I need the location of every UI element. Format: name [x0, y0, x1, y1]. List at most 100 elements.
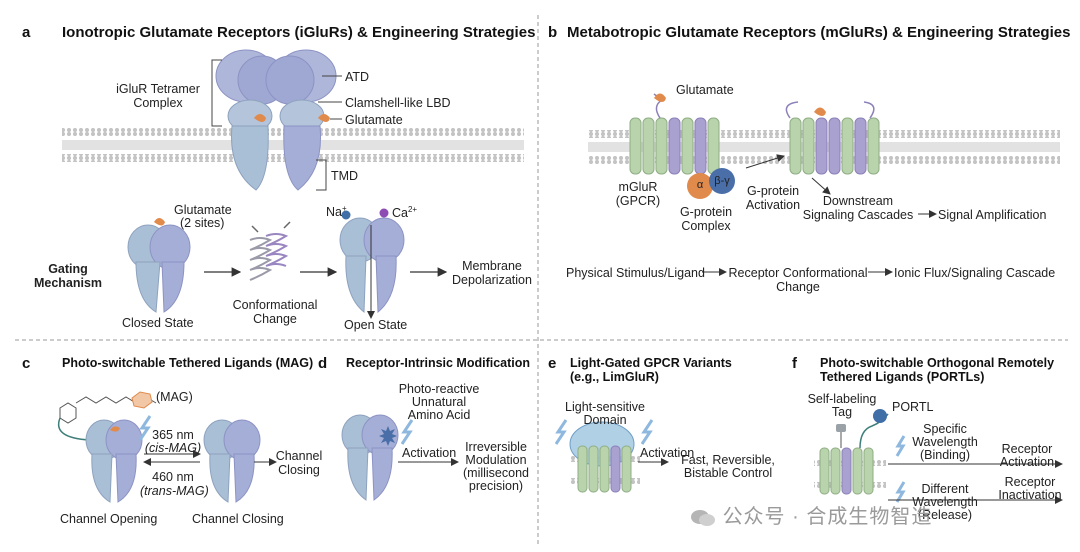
panel-e-letter: e [548, 355, 557, 372]
irreversible-line1: Irreversible [465, 440, 527, 454]
self-labeling-line1: Self-labeling [807, 392, 877, 406]
panel-f-letter: f [792, 355, 797, 372]
mag-channel-left [85, 419, 143, 503]
wechat-icon [690, 508, 716, 528]
conformational-helix [249, 221, 291, 281]
receptor-inactivation-line2: Inactivation [998, 488, 1062, 502]
different-line2: Wavelength [912, 495, 978, 509]
irreversible-line3: (millisecond [463, 466, 529, 480]
channel-closing-right-line2: Closing [278, 463, 320, 477]
amplification-label: Signal Amplification [938, 208, 1047, 222]
lbd-label: Clamshell-like LBD [345, 96, 451, 110]
gating-glutamate-line2: (2 sites) [180, 216, 225, 230]
gating-mechanism-line2: Mechanism [33, 276, 103, 290]
portl-receptor [819, 409, 889, 495]
flow-step-1: Physical Stimulus/Ligand [566, 266, 705, 280]
iglur-tetramer [215, 49, 337, 191]
receptor-activation-line1: Receptor [1001, 442, 1053, 456]
tmd-label: TMD [331, 169, 359, 183]
portl-label: PORTL [892, 400, 934, 414]
mag-label: (MAG) [156, 390, 193, 404]
gating-glutamate-line1: Glutamate [174, 203, 232, 217]
sodium-ion-label: Na+ [326, 202, 347, 219]
gprotein-activation-line2: Activation [745, 198, 801, 212]
mglur-line1: mGluR [618, 180, 658, 194]
channel-closing-right-line1: Channel [275, 449, 323, 463]
calcium-ion-label: Ca2+ [392, 203, 417, 220]
tetramer-label-line1: iGluR Tetramer [116, 82, 200, 96]
limglur-receptor [569, 421, 635, 493]
nm365-label: 365 nm [152, 428, 194, 442]
flow-step-2-line1: Receptor Conformational [728, 266, 868, 280]
open-state-label: Open State [344, 318, 408, 332]
membrane-depol-line1: Membrane [462, 259, 522, 273]
panel-f-title-line2: Tethered Ligands (PORTLs) [820, 370, 985, 384]
watermark-text: 公众号 · 合成生物智造 [722, 506, 933, 528]
panel-a-letter: a [22, 24, 31, 41]
open-state-channel [339, 208, 405, 319]
modified-channel [341, 414, 399, 501]
panel-f-title-line1: Photo-switchable Orthogonal Remotely [820, 356, 1055, 370]
mglur-receptor-right [785, 101, 880, 175]
irreversible-line2: Modulation [465, 453, 527, 467]
downstream-line1: Downstream [822, 194, 894, 208]
conformational-line1: Conformational [232, 298, 318, 312]
gating-mechanism-line1: Gating [48, 262, 88, 276]
nm460-label: 460 nm [152, 470, 194, 484]
panel-b-letter: b [548, 24, 558, 41]
trans-mag-label: (trans-MAG) [140, 484, 209, 498]
panel-e-title-line1: Light-Gated GPCR Variants [570, 356, 732, 370]
photo-reactive-line2: Unnatural [411, 395, 467, 409]
channel-opening-label: Channel Opening [60, 512, 158, 526]
panel-a-title: Ionotropic Glutamate Receptors (iGluRs) … [62, 24, 536, 41]
downstream-line2: Signaling Cascades [802, 208, 914, 222]
photo-reactive-line3: Amino Acid [407, 408, 471, 422]
specific-line1: Specific [923, 422, 967, 436]
gprotein-complex-line1: G-protein [679, 205, 733, 219]
panel-e-title-line2: (e.g., LimGluR) [570, 370, 659, 384]
alpha-label: α [696, 179, 704, 191]
mglur-receptor-left [629, 93, 735, 199]
light-sensitive-line1: Light-sensitive [565, 400, 645, 414]
na-text: Na [326, 205, 342, 220]
conformational-line2: Change [253, 312, 297, 326]
membrane-depol-line2: Depolarization [452, 273, 532, 287]
watermark: 公众号 · 合成生物智造 [690, 500, 932, 529]
receptor-activation-line2: Activation [999, 455, 1055, 469]
closed-state-label: Closed State [122, 316, 194, 330]
irreversible-line4: precision) [468, 479, 524, 493]
photo-reactive-line1: Photo-reactive [398, 382, 480, 396]
different-line1: Different [921, 482, 969, 496]
activation-label-d: Activation [402, 446, 457, 460]
specific-line2: Wavelength [912, 435, 978, 449]
panel-d-letter: d [318, 355, 328, 372]
result-line2: Bistable Control [683, 466, 773, 480]
closed-state-channel [127, 218, 191, 313]
flow-step-2-line2: Change [776, 280, 820, 294]
activation-label-e: Activation [640, 446, 695, 460]
na-sup: + [341, 204, 347, 213]
different-line3: (Release) [917, 508, 973, 522]
glutamate-label-b: Glutamate [676, 83, 734, 97]
glutamate-label-a: Glutamate [345, 113, 403, 127]
gprotein-activation-line1: G-protein [746, 184, 800, 198]
atd-label: ATD [345, 70, 370, 84]
ca-sup: 2+ [407, 205, 418, 214]
ca-text: Ca [392, 206, 408, 221]
beta-gamma-label: β-γ [714, 175, 730, 187]
mag-channel-right [203, 419, 261, 503]
mglur-line2: (GPCR) [615, 194, 661, 208]
panel-c-title: Photo-switchable Tethered Ligands (MAG) [62, 356, 314, 370]
receptor-inactivation-line1: Receptor [1004, 475, 1056, 489]
gprotein-complex-line2: Complex [681, 219, 731, 233]
specific-line3: (Binding) [919, 448, 971, 462]
flow-step-3: Ionic Flux/Signaling Cascade [894, 266, 1056, 280]
channel-closing-label: Channel Closing [192, 512, 284, 526]
self-labeling-line2: Tag [831, 405, 853, 419]
tetramer-label-line2: Complex [133, 96, 183, 110]
panel-b-title: Metabotropic Glutamate Receptors (mGluRs… [567, 24, 1071, 41]
light-sensitive-line2: Domain [583, 413, 627, 427]
result-line1: Fast, Reversible, [681, 453, 775, 467]
panel-c-letter: c [22, 355, 31, 372]
